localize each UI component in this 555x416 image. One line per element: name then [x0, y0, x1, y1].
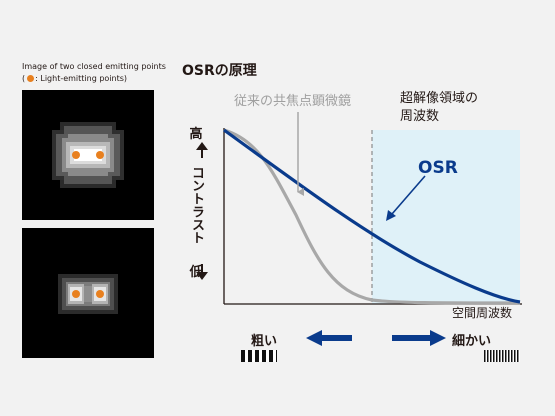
coarse-arrow-icon — [306, 330, 352, 346]
emitter-dot — [72, 290, 80, 298]
fine-label: 細かい — [452, 334, 492, 349]
osr-image-panel — [22, 228, 154, 358]
emitter-dot — [72, 151, 80, 159]
y-up-arrow-stem — [201, 150, 203, 158]
y-up-arrow-icon — [196, 142, 208, 150]
conventional-image — [52, 122, 124, 188]
coarse-label: 粗い — [251, 334, 278, 349]
conventional-curve — [223, 128, 521, 305]
page-title: OSRの原理 — [182, 63, 257, 79]
osr-image — [58, 274, 118, 314]
osr-pointer-head — [386, 210, 396, 221]
y-down-arrow-icon — [196, 272, 208, 280]
osr-curve — [223, 128, 521, 304]
y-down-arrow-stem — [201, 264, 203, 272]
conventional-label: 従来の共焦点顕微鏡 — [234, 94, 352, 109]
emitter-dot — [96, 151, 104, 159]
y-low-label: 低 — [189, 265, 203, 280]
super-resolution-label: 超解像領域の 周波数 — [400, 90, 478, 126]
legend-caption: ( : Light-emitting points) — [22, 74, 127, 83]
coarse-stripe-pattern — [241, 350, 277, 362]
image-caption: Image of two closed emitting points — [22, 62, 166, 71]
y-axis-label: 高 コントラスト 低 — [186, 128, 206, 280]
y-high-label: 高 — [189, 127, 203, 142]
super-resolution-label-line1: 超解像領域の — [400, 91, 479, 106]
osr-pointer-line — [391, 175, 426, 215]
x-axis-label: 空間周波数 — [452, 306, 513, 320]
fine-arrow-icon — [392, 330, 446, 346]
fine-stripe-pattern — [484, 350, 520, 362]
legend-paren: ( — [22, 74, 26, 83]
legend-text: : Light-emitting points) — [35, 74, 128, 83]
emitter-dot-icon — [27, 75, 35, 82]
osr-label: OSR — [418, 158, 458, 178]
super-resolution-label-line2: 周波数 — [400, 109, 440, 124]
emitter-dot — [96, 290, 104, 298]
conventional-image-panel — [22, 90, 154, 220]
super-resolution-region — [372, 130, 520, 304]
y-contrast-label: コントラスト — [189, 166, 204, 244]
